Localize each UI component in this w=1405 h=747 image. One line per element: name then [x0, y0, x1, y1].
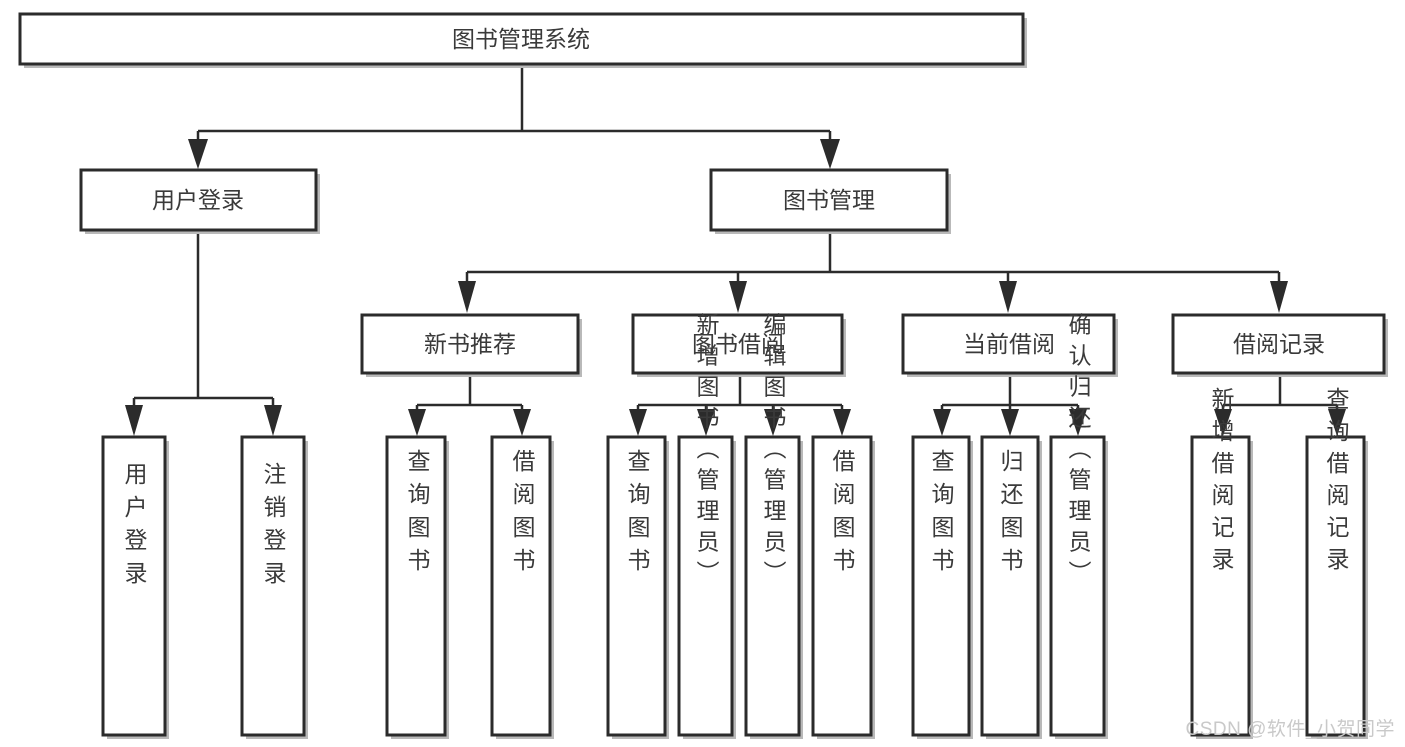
node-book-mgmt[interactable]: 图书管理 [709, 168, 951, 234]
node-leaf-query-book-2[interactable]: 查询图书 [606, 435, 669, 739]
node-leaf-return-book[interactable]: 归还图书 [980, 435, 1042, 739]
node-new-book-rec-box[interactable] [360, 313, 580, 375]
node-leaf-confirm-return-admin-box[interactable] [1049, 435, 1106, 737]
arrow-head-leaf-user-login [125, 405, 143, 436]
node-leaf-add-book-admin-box[interactable] [677, 435, 734, 737]
arrow-head-current-borrow [999, 281, 1017, 313]
node-book-borrow[interactable]: 图书借阅 [631, 313, 846, 377]
node-book-borrow-label: 图书借阅 [692, 331, 784, 357]
node-leaf-query-book-2-label: 查询图书 [624, 449, 651, 581]
arrow-head-book-borrow [729, 281, 747, 313]
arrow-head-leaf-logout [264, 405, 282, 436]
node-leaf-query-borrow-record-label: 查询借阅记录 [1323, 387, 1350, 579]
node-leaf-confirm-return-admin-label: 确认归还（管理员） [1065, 313, 1092, 592]
arrow-head-borrow-record [1270, 281, 1288, 313]
node-leaf-logout-box[interactable] [240, 435, 306, 737]
node-leaf-edit-book-admin-label: 编辑图书（管理员） [760, 313, 787, 592]
connector-group-book-mgmt [458, 233, 1288, 313]
node-new-book-rec-label: 新书推荐 [424, 331, 516, 357]
node-leaf-query-borrow-record[interactable]: 查询借阅记录 [1305, 387, 1368, 739]
node-user-login-label: 用户登录 [152, 187, 244, 213]
node-borrow-record-box[interactable] [1171, 313, 1386, 375]
node-leaf-return-book-label: 归还图书 [997, 449, 1024, 581]
node-leaf-query-book-3-box[interactable] [911, 435, 971, 737]
node-current-borrow[interactable]: 当前借阅 [901, 313, 1118, 377]
connector-group-user-login [125, 233, 282, 436]
node-leaf-add-book-admin-label: 新增图书（管理员） [693, 313, 720, 592]
node-leaf-query-borrow-record-box[interactable] [1305, 435, 1366, 737]
node-leaf-query-book-1[interactable]: 查询图书 [385, 435, 449, 739]
node-leaf-borrow-book-1[interactable]: 借阅图书 [490, 435, 554, 739]
arrow-head-book-mgmt [820, 139, 840, 169]
node-leaf-query-book-1-box[interactable] [385, 435, 447, 737]
connector-group-book-borrow [629, 376, 851, 436]
arrow-head-leaf-borrow-book-2 [833, 409, 851, 436]
node-root-label: 图书管理系统 [452, 26, 590, 52]
node-borrow-record[interactable]: 借阅记录 [1171, 313, 1388, 377]
node-leaf-add-borrow-record-label: 新增借阅记录 [1208, 387, 1235, 579]
connector-group-borrow-record [1214, 376, 1346, 436]
connector-group-root [188, 66, 840, 169]
node-leaf-edit-book-admin[interactable]: 编辑图书（管理员） [744, 313, 803, 740]
connector-group-new-book-rec [408, 376, 531, 436]
node-leaf-edit-book-admin-box[interactable] [744, 435, 801, 737]
arrow-head-leaf-confirm-return-admin [1069, 409, 1087, 436]
connector-group-current-borrow [933, 376, 1087, 436]
node-leaf-add-book-admin[interactable]: 新增图书（管理员） [677, 313, 736, 740]
node-current-borrow-label: 当前借阅 [963, 331, 1055, 357]
node-book-borrow-box[interactable] [631, 313, 844, 375]
arrow-head-leaf-edit-book-admin [764, 409, 782, 436]
node-leaf-return-book-box[interactable] [980, 435, 1040, 737]
node-root[interactable]: 图书管理系统 [18, 12, 1027, 68]
arrow-head-leaf-query-book-3 [933, 409, 951, 436]
node-user-login-box[interactable] [79, 168, 318, 232]
node-leaf-logout-label: 注销登录 [260, 462, 287, 594]
arrow-head-leaf-query-book-2 [629, 409, 647, 436]
node-leaf-add-borrow-record[interactable]: 新增借阅记录 [1190, 387, 1253, 739]
arrow-head-leaf-query-book-1 [408, 409, 426, 436]
node-root-box[interactable] [18, 12, 1025, 66]
node-leaf-borrow-book-2[interactable]: 借阅图书 [811, 435, 875, 739]
node-leaf-user-login-label: 用户登录 [121, 462, 148, 594]
node-leaf-borrow-book-1-box[interactable] [490, 435, 552, 737]
arrow-head-new-book-rec [458, 281, 476, 313]
node-leaf-borrow-book-2-label: 借阅图书 [829, 449, 856, 581]
arrow-head-leaf-add-borrow-record [1214, 409, 1232, 436]
node-new-book-rec[interactable]: 新书推荐 [360, 313, 582, 377]
node-leaf-user-login[interactable]: 用户登录 [101, 435, 169, 739]
arrow-head-leaf-return-book [1001, 409, 1019, 436]
node-book-mgmt-label: 图书管理 [783, 187, 875, 213]
node-leaf-query-book-2-box[interactable] [606, 435, 667, 737]
node-current-borrow-box[interactable] [901, 313, 1116, 375]
arrow-head-leaf-query-borrow-record [1328, 409, 1346, 436]
node-leaf-query-book-1-label: 查询图书 [404, 449, 431, 581]
node-leaf-add-borrow-record-box[interactable] [1190, 435, 1251, 737]
node-leaf-confirm-return-admin[interactable]: 确认归还（管理员） [1049, 313, 1108, 740]
node-user-login[interactable]: 用户登录 [79, 168, 320, 234]
node-leaf-borrow-book-1-label: 借阅图书 [509, 449, 536, 581]
node-leaf-query-book-3[interactable]: 查询图书 [911, 435, 973, 739]
node-leaf-borrow-book-2-box[interactable] [811, 435, 873, 737]
node-borrow-record-label: 借阅记录 [1233, 331, 1325, 357]
arrow-head-leaf-borrow-book-1 [513, 409, 531, 436]
node-book-mgmt-box[interactable] [709, 168, 949, 232]
node-leaf-logout[interactable]: 注销登录 [240, 435, 308, 739]
node-leaf-query-book-3-label: 查询图书 [928, 449, 955, 581]
arrow-head-user-login [188, 139, 208, 169]
arrow-head-leaf-add-book-admin [697, 409, 715, 436]
node-leaf-user-login-box[interactable] [101, 435, 167, 737]
